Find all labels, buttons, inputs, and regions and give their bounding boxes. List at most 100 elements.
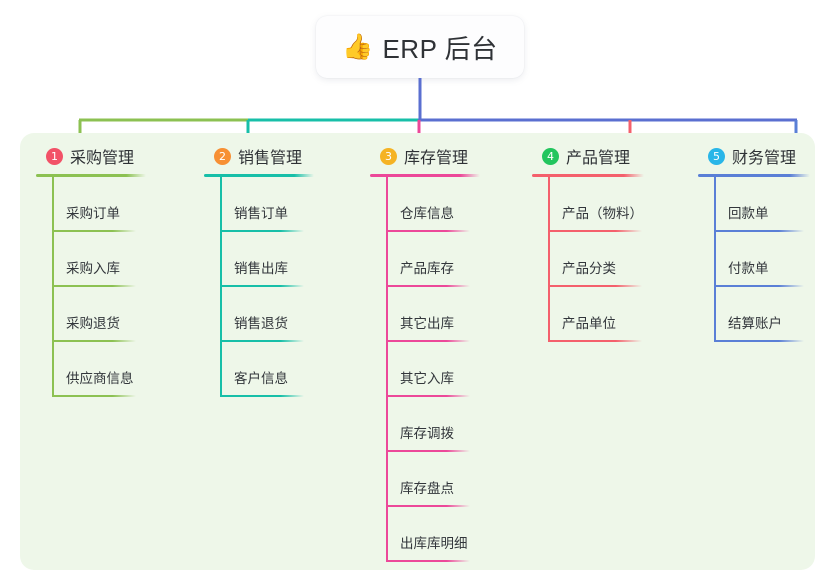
branch-item-rule bbox=[386, 395, 470, 397]
branch-item[interactable]: 产品分类 bbox=[532, 232, 692, 287]
branch-item[interactable]: 库存调拨 bbox=[370, 397, 530, 452]
branch-item-rule bbox=[52, 230, 136, 232]
branch-item-rule bbox=[386, 340, 470, 342]
branch-number-badge: 3 bbox=[380, 147, 397, 165]
branch-item[interactable]: 采购退货 bbox=[36, 287, 196, 342]
branch-item-rule bbox=[220, 230, 304, 232]
branch-item-rule bbox=[386, 230, 470, 232]
branch-spine bbox=[386, 177, 388, 562]
branch-item-rule bbox=[548, 340, 642, 342]
branch-item[interactable]: 销售退货 bbox=[204, 287, 364, 342]
branch-item[interactable]: 仓库信息 bbox=[370, 177, 530, 232]
root-node-label: ERP 后台 bbox=[382, 33, 498, 64]
branch-item-rule bbox=[548, 285, 642, 287]
branch-spine bbox=[548, 177, 550, 342]
branch-item[interactable]: 采购订单 bbox=[36, 177, 196, 232]
thumbs-up-icon: 👍 bbox=[342, 32, 374, 61]
branch-item[interactable]: 客户信息 bbox=[204, 342, 364, 397]
branch-column-1: 1 采购管理采购订单采购入库采购退货供应商信息 bbox=[36, 144, 196, 397]
branch-header-5[interactable]: 5 财务管理 bbox=[698, 144, 839, 168]
branch-item[interactable]: 出库库明细 bbox=[370, 507, 530, 562]
branch-item-rule bbox=[386, 285, 470, 287]
branch-item[interactable]: 产品库存 bbox=[370, 232, 530, 287]
branch-item-rule bbox=[386, 450, 470, 452]
branch-item[interactable]: 回款单 bbox=[698, 177, 839, 232]
branch-title: 财务管理 bbox=[732, 150, 797, 167]
branch-item[interactable]: 结算账户 bbox=[698, 287, 839, 342]
branch-title: 库存管理 bbox=[404, 150, 469, 167]
branch-item-label: 产品单位 bbox=[562, 316, 616, 331]
branch-item-label: 产品库存 bbox=[400, 261, 454, 276]
branch-item[interactable]: 销售订单 bbox=[204, 177, 364, 232]
branch-item-label: 采购退货 bbox=[66, 316, 120, 331]
branch-item[interactable]: 销售出库 bbox=[204, 232, 364, 287]
branch-number-badge: 2 bbox=[214, 147, 231, 165]
root-node-card[interactable]: 👍 ERP 后台 bbox=[316, 16, 524, 78]
branch-item-label: 出库库明细 bbox=[400, 536, 468, 551]
branch-items: 销售订单销售出库销售退货客户信息 bbox=[204, 177, 364, 397]
branch-items: 采购订单采购入库采购退货供应商信息 bbox=[36, 177, 196, 397]
branch-item-rule bbox=[714, 230, 804, 232]
branch-item[interactable]: 库存盘点 bbox=[370, 452, 530, 507]
branch-item-label: 采购订单 bbox=[66, 206, 120, 221]
branch-item-label: 其它出库 bbox=[400, 316, 454, 331]
branch-item-label: 采购入库 bbox=[66, 261, 120, 276]
branch-column-3: 3 库存管理仓库信息产品库存其它出库其它入库库存调拨库存盘点出库库明细 bbox=[370, 144, 530, 562]
branch-item-label: 销售退货 bbox=[234, 316, 288, 331]
branch-item-label: 产品分类 bbox=[562, 261, 616, 276]
branch-header-rule bbox=[370, 174, 480, 177]
branch-item-label: 供应商信息 bbox=[66, 371, 134, 386]
branch-item-label: 销售出库 bbox=[234, 261, 288, 276]
branch-item-label: 付款单 bbox=[728, 261, 769, 276]
branch-title: 产品管理 bbox=[566, 150, 631, 167]
branch-item-rule bbox=[52, 340, 136, 342]
branch-item[interactable]: 付款单 bbox=[698, 232, 839, 287]
branch-item-label: 销售订单 bbox=[234, 206, 288, 221]
branch-item-label: 仓库信息 bbox=[400, 206, 454, 221]
branch-spine bbox=[714, 177, 716, 342]
branch-header-3[interactable]: 3 库存管理 bbox=[370, 144, 530, 168]
branch-item[interactable]: 产品单位 bbox=[532, 287, 692, 342]
branch-item-label: 其它入库 bbox=[400, 371, 454, 386]
branch-item[interactable]: 供应商信息 bbox=[36, 342, 196, 397]
branch-item[interactable]: 产品（物料） bbox=[532, 177, 692, 232]
branch-item-label: 产品（物料） bbox=[562, 206, 643, 221]
branch-item-rule bbox=[386, 560, 470, 562]
branch-number-badge: 1 bbox=[46, 147, 63, 165]
branch-item-rule bbox=[548, 230, 642, 232]
branch-spine bbox=[220, 177, 222, 397]
branch-item-rule bbox=[52, 395, 136, 397]
branch-item-rule bbox=[52, 285, 136, 287]
branch-item-label: 库存调拨 bbox=[400, 426, 454, 441]
branch-number-badge: 5 bbox=[708, 147, 725, 165]
branch-item-label: 回款单 bbox=[728, 206, 769, 221]
branch-column-5: 5 财务管理回款单付款单结算账户 bbox=[698, 144, 839, 342]
branch-items: 回款单付款单结算账户 bbox=[698, 177, 839, 342]
branch-item[interactable]: 其它出库 bbox=[370, 287, 530, 342]
branch-item-rule bbox=[386, 505, 470, 507]
branch-item-rule bbox=[714, 285, 804, 287]
branch-item[interactable]: 其它入库 bbox=[370, 342, 530, 397]
branch-header-rule bbox=[698, 174, 810, 177]
branch-items: 产品（物料） 产品分类产品单位 bbox=[532, 177, 692, 342]
branch-item[interactable]: 采购入库 bbox=[36, 232, 196, 287]
branch-items: 仓库信息产品库存其它出库其它入库库存调拨库存盘点出库库明细 bbox=[370, 177, 530, 562]
branch-spine bbox=[52, 177, 54, 397]
branch-item-rule bbox=[220, 340, 304, 342]
branch-header-rule bbox=[36, 174, 146, 177]
branch-header-rule bbox=[204, 174, 314, 177]
branch-header-rule bbox=[532, 174, 644, 177]
branch-item-label: 库存盘点 bbox=[400, 481, 454, 496]
branch-item-label: 客户信息 bbox=[234, 371, 288, 386]
diagram-panel bbox=[20, 133, 815, 570]
branch-item-rule bbox=[714, 340, 804, 342]
branch-title: 采购管理 bbox=[70, 150, 135, 167]
branch-header-1[interactable]: 1 采购管理 bbox=[36, 144, 196, 168]
branch-item-label: 结算账户 bbox=[728, 316, 782, 331]
branch-item-rule bbox=[220, 285, 304, 287]
